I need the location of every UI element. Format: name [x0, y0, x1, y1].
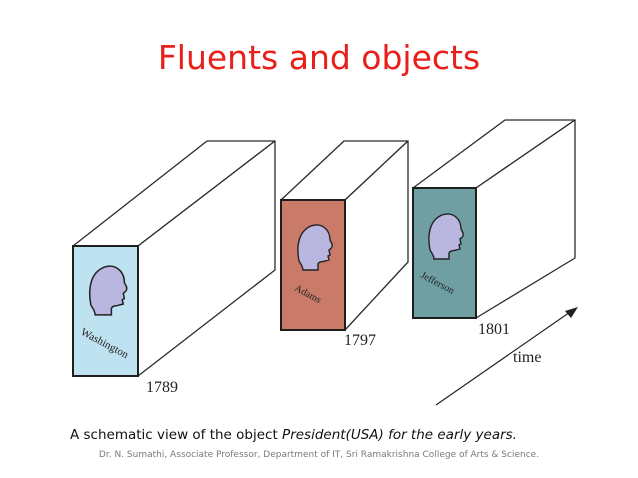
time-axis-label: time: [513, 349, 541, 366]
slide-footer: Dr. N. Sumathi, Associate Professor, Dep…: [98, 450, 540, 460]
time-arrow-line: [435, 309, 574, 406]
year-label-3: 1801: [478, 321, 510, 338]
figure-caption: A schematic view of the object President…: [70, 427, 630, 443]
year-label-2: 1797: [344, 332, 376, 349]
caption-italic-text: President(USA) for the early years.: [282, 427, 517, 443]
year-label-1: 1789: [146, 379, 178, 396]
time-arrow-head: [565, 307, 578, 318]
caption-text: A schematic view of the object: [70, 427, 283, 443]
slide-title: Fluents and objects: [157, 38, 481, 77]
